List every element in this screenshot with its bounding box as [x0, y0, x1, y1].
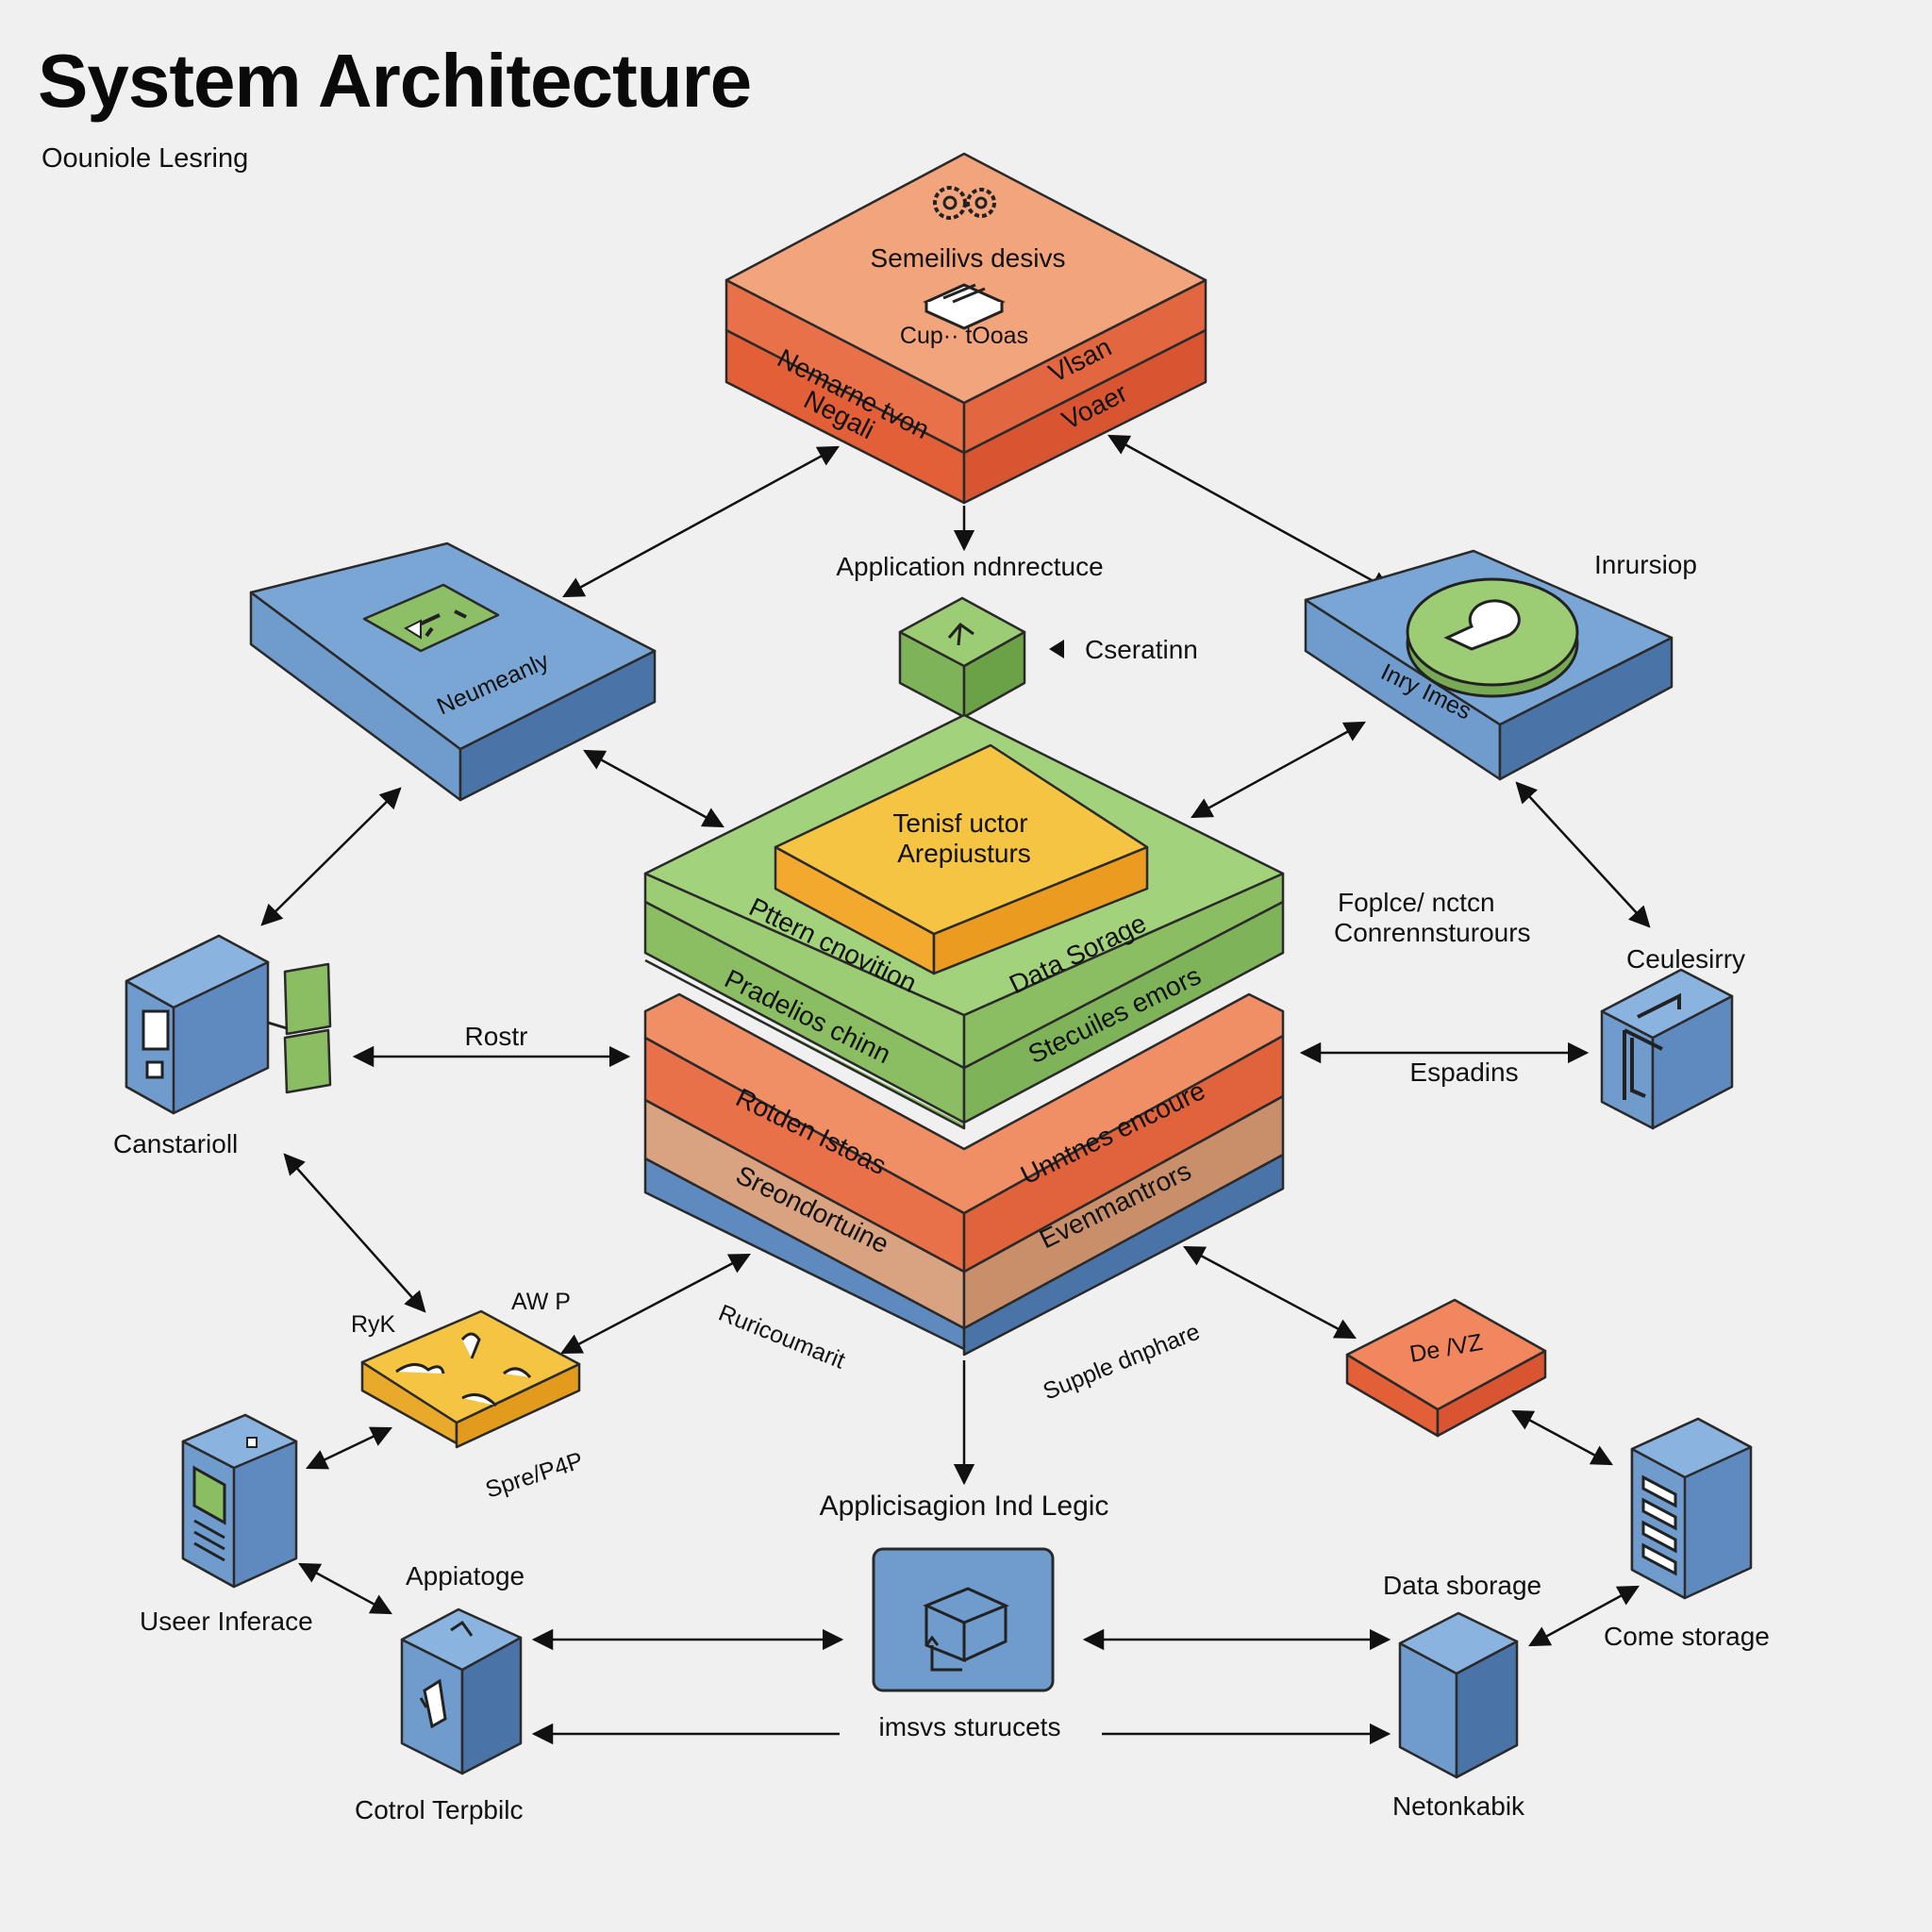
top-block-top-face: [724, 152, 1208, 405]
stack-orange-top: [643, 992, 1285, 1215]
pets-icon: [395, 1332, 532, 1407]
package-icon: [923, 1587, 1009, 1672]
control-cube: [400, 1607, 523, 1775]
monitor-icon: [362, 583, 500, 653]
core-top: [774, 743, 1149, 936]
edge-top-to-left-slab: [562, 445, 840, 598]
edge-yellow-to-stack: [560, 1253, 751, 1355]
server-green-panels: [267, 962, 332, 1094]
edge-left-slab-to-stack: [583, 749, 724, 828]
left-blue-slab: Neumeanly: [249, 541, 657, 802]
core-label-2: Arepiusturs: [897, 839, 1031, 868]
appiatoge-label: Appiatoge: [406, 1561, 525, 1591]
ryk-label: RyK: [351, 1311, 396, 1338]
plug-icon: [419, 1678, 447, 1729]
server-stack-icon: [923, 283, 1006, 330]
center-bottom-box: [872, 1547, 1055, 1692]
server-screen-icon: [142, 1009, 170, 1051]
come-storage-label: Come storage: [1604, 1622, 1770, 1651]
netonkabik-label: Netonkabik: [1392, 1791, 1525, 1821]
central-stack: Tenisf uctor Arepiusturs Pttern cnovitio…: [643, 713, 1285, 1357]
page-title: System Architecture: [38, 39, 752, 123]
edge-orange-slab-to-right-server: [1511, 1409, 1613, 1466]
control-label: Cotrol Terpbilc: [355, 1795, 523, 1824]
foplce-label-1: Foplce/ nctcn: [1338, 888, 1495, 917]
core-label-1: Tenisf uctor: [892, 808, 1027, 838]
arrow-icon: [947, 622, 974, 646]
edge-top-to-right-slab: [1108, 434, 1392, 592]
data-storage-label: Data sborage: [1383, 1571, 1541, 1600]
arrowhead-operation: [1049, 640, 1064, 658]
right-orange-slab: De /VZ: [1345, 1298, 1547, 1438]
sprep-label: Spre/P4P: [482, 1447, 586, 1504]
drive-bays-icon: [1641, 1474, 1677, 1576]
gears-icon: [933, 186, 996, 220]
awp-label: AW P: [511, 1289, 571, 1315]
document-icon: [192, 1465, 226, 1525]
bracket-icon: [1623, 1028, 1663, 1100]
stack-green-left-lower: [644, 958, 966, 1130]
edge-right-slab-to-cube: [1515, 781, 1651, 928]
app-logic-label: Applicisagion Ind Legic: [820, 1491, 1109, 1522]
rostr-label: Rostr: [465, 1022, 528, 1051]
ui-server: [181, 1413, 298, 1589]
foplce-label-2: Conrennsturours: [1334, 918, 1531, 947]
application-nd-label: Application ndnrectuce: [836, 552, 1103, 581]
key-disc-icon: [1406, 577, 1579, 698]
edge-stack-to-orange-slab: [1183, 1245, 1357, 1340]
edge-left-slab-to-server: [260, 787, 402, 926]
top-block-title: Semeilivs desivs: [871, 243, 1066, 273]
canstarioll-label: Canstarioll: [113, 1129, 238, 1158]
edge-yellow-to-ui-server: [305, 1426, 393, 1470]
edge-right-slab-to-stack: [1191, 721, 1366, 819]
network-cube: [1398, 1611, 1519, 1779]
supple-label: Supple dnphare: [1040, 1318, 1204, 1405]
ceulesirry-label: Ceulesirry: [1626, 944, 1745, 974]
page-subtitle: Oouniole Lesring: [42, 143, 249, 174]
ruricoumarit-label: Ruricoumarit: [715, 1300, 849, 1374]
right-slab-header: Inrursiop: [1594, 550, 1697, 579]
operation-label: Cseratinn: [1085, 635, 1198, 664]
yellow-slab: [360, 1309, 581, 1449]
top-block-icon-label: Cup·· tOoas: [900, 323, 1028, 349]
operation-cube: [898, 596, 1026, 719]
connectors: [260, 434, 1651, 1745]
top-orange-block: Semeilivs desivs Cup·· tOoas Nemarne tvo…: [724, 152, 1208, 505]
right-blue-slab: Inry Imes: [1304, 549, 1674, 781]
left-server: [125, 934, 332, 1115]
imsvs-label: imsvs sturucets: [879, 1712, 1061, 1741]
user-interface-label: Useer Inferace: [140, 1607, 313, 1636]
espadins-label: Espadins: [1409, 1058, 1518, 1087]
edge-server-to-yellow: [283, 1153, 426, 1313]
edge-cube-to-right-server: [1528, 1585, 1640, 1647]
right-small-cube: [1600, 968, 1734, 1130]
edge-ui-server-to-cube: [298, 1562, 392, 1615]
right-server: [1630, 1417, 1753, 1600]
